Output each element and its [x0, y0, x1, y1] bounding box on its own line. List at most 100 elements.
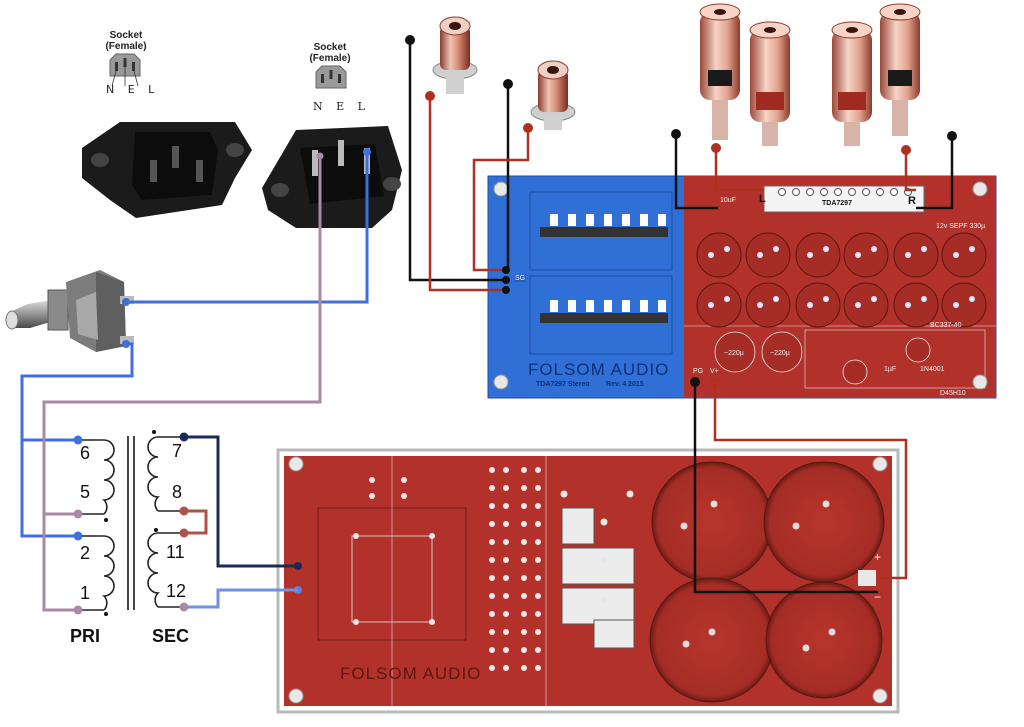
socket-right-subtitle: (Female) [309, 53, 351, 64]
psu-pad [521, 503, 527, 509]
psu-pad [535, 629, 541, 635]
psu-board [276, 448, 900, 714]
amp-small-capacitor [905, 337, 931, 363]
psu-pad [521, 557, 527, 563]
capacitor-pad [773, 246, 779, 252]
psu-pad [600, 556, 608, 564]
psu-pad [521, 611, 527, 617]
psu-pad [353, 619, 359, 625]
amp-board-left-label: L [759, 193, 766, 205]
chip-pad [778, 188, 786, 196]
amp-small-capacitor [761, 331, 803, 373]
wire-mains-blue [20, 152, 369, 538]
psu-pad [489, 593, 495, 599]
transformer-secondary-label: SEC [152, 626, 190, 646]
socket-icon-right [315, 65, 347, 89]
capacitor-pad [855, 302, 861, 308]
psu-pad [600, 596, 608, 604]
ic-pin [658, 300, 666, 312]
amp-filter-capacitor [696, 282, 742, 328]
psu-pad [429, 619, 435, 625]
psu-pad [489, 521, 495, 527]
psu-board-plus: + [874, 550, 882, 564]
transformer-pin-6: 6 [80, 443, 91, 463]
ic-pin [568, 300, 576, 312]
amp-board-cap-note: 12v SEPF 330µ [936, 223, 986, 230]
toggle-switch [5, 270, 134, 352]
transformer-pin-5: 5 [80, 482, 91, 502]
amp-filter-capacitor [745, 282, 791, 328]
transformer-pin-12: 12 [166, 581, 187, 601]
amp-board-vplus-label: V+ [710, 368, 719, 375]
psu-pad [503, 611, 509, 617]
psu-pad [535, 575, 541, 581]
psu-pad [535, 539, 541, 545]
psu-board-minus: − [874, 590, 882, 604]
psu-pad [503, 629, 509, 635]
psu-pad [503, 467, 509, 473]
amp-board-chip: TDA7297 [822, 200, 852, 207]
socket-left-subtitle: (Female) [105, 41, 147, 52]
socket-left-title-text: Socket [109, 30, 143, 41]
capacitor-pad [807, 302, 813, 308]
ic-pin [622, 300, 630, 312]
amp-filter-capacitor [843, 282, 889, 328]
capacitor-pad [757, 302, 763, 308]
wire-mains-purple [42, 158, 322, 612]
amp-board-cap-small: 10uF [720, 197, 736, 204]
transformer-pin-11: 11 [166, 542, 185, 562]
amp-small-capacitor [714, 331, 756, 373]
capacitor-pad [921, 296, 927, 302]
chip-pad [848, 188, 856, 196]
wire-signal-red [428, 96, 916, 580]
psu-pad [535, 611, 541, 617]
capacitor-pad [871, 246, 877, 252]
psu-board-brand: FOLSOM AUDIO [340, 664, 482, 683]
binding-post-3 [831, 21, 873, 146]
psu-pad [489, 629, 495, 635]
ic-pin [604, 300, 612, 312]
ic-pin [604, 214, 612, 226]
capacitor-pad [953, 302, 959, 308]
psu-pad [401, 477, 407, 483]
socket-icon-left [109, 53, 141, 87]
amp-board-cap-220-a: ~220µ [724, 350, 744, 357]
socket-right-title: Socket (Female) [302, 42, 358, 64]
psu-pad [489, 665, 495, 671]
psu-pad [535, 647, 541, 653]
psu-pad [503, 647, 509, 653]
psu-pad [521, 575, 527, 581]
capacitor-pad [823, 246, 829, 252]
chip-pad [820, 188, 828, 196]
psu-pad [521, 485, 527, 491]
psu-pad [535, 665, 541, 671]
amp-filter-capacitor [893, 282, 939, 328]
psu-pad [503, 485, 509, 491]
psu-pad [489, 485, 495, 491]
chip-pad [876, 188, 884, 196]
psu-pad [489, 647, 495, 653]
psu-pad [521, 521, 527, 527]
psu-board-pads [353, 467, 634, 671]
psu-pad [503, 665, 509, 671]
amp-board-diode: 1N4001 [920, 366, 945, 373]
chip-pad [806, 188, 814, 196]
psu-pad [503, 575, 509, 581]
amp-board-brand: FOLSOM AUDIO [528, 360, 670, 379]
psu-pad [369, 477, 375, 483]
psu-pad [521, 593, 527, 599]
psu-pad [489, 503, 495, 509]
ic-pin [550, 300, 558, 312]
amp-board-sg-label: SG [514, 275, 527, 282]
binding-post-4 [879, 3, 921, 136]
psu-pad [489, 557, 495, 563]
psu-pad [489, 467, 495, 473]
chip-pad [862, 188, 870, 196]
transformer-pin-8: 8 [172, 482, 183, 502]
rca-jack-1 [432, 16, 478, 94]
amp-small-capacitor [842, 359, 868, 385]
psu-pad [535, 521, 541, 527]
psu-pad [503, 593, 509, 599]
amp-board-cap-220-b: ~220µ [770, 350, 790, 357]
psu-pad [521, 647, 527, 653]
